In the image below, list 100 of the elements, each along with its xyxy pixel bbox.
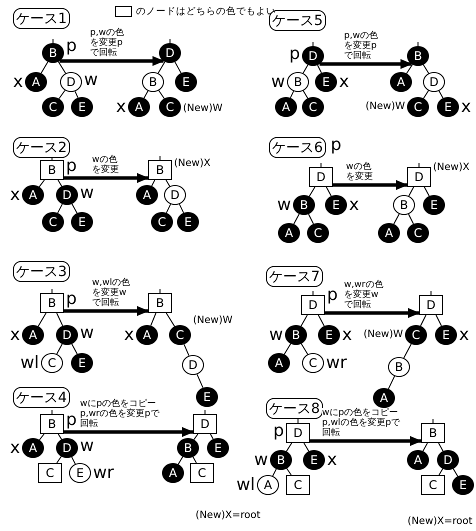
filled-tree-node: C bbox=[42, 97, 64, 117]
hollow-tree-node: B bbox=[287, 72, 309, 92]
tree-branch-line bbox=[158, 90, 165, 99]
filled-tree-node: E bbox=[71, 212, 93, 232]
tree-branch-line bbox=[71, 344, 78, 354]
tree-branch-line bbox=[38, 434, 45, 440]
tree-branch-line bbox=[422, 64, 430, 74]
tree-branch-line bbox=[192, 456, 197, 464]
filled-tree-node: E bbox=[207, 438, 229, 458]
node-label: x bbox=[10, 326, 20, 344]
tree-branch-line bbox=[158, 61, 166, 74]
tree-branch-line bbox=[423, 90, 429, 99]
filled-tree-node: E bbox=[437, 97, 459, 117]
node-label: (New)W bbox=[193, 316, 233, 326]
case-title: ケース1 bbox=[13, 8, 70, 29]
node-label: p bbox=[66, 38, 77, 54]
node-label: x bbox=[339, 74, 350, 90]
filled-tree-node: C bbox=[42, 212, 64, 232]
hollow-tree-node: D bbox=[423, 72, 445, 92]
tree-branch-line bbox=[56, 344, 63, 354]
case-title: ケース2 bbox=[13, 137, 70, 158]
tree-branch-line bbox=[166, 204, 172, 214]
node-label: x bbox=[342, 326, 352, 344]
filled-tree-node: A bbox=[275, 97, 297, 117]
edge-label: p,wの色を変更pで回転 bbox=[344, 31, 381, 61]
tree-branch-line bbox=[300, 314, 308, 327]
either-color-node: C bbox=[190, 463, 214, 483]
filled-tree-node: C bbox=[407, 97, 429, 117]
tree-branch-line bbox=[56, 312, 64, 326]
case-title: ケース7 bbox=[266, 266, 323, 287]
either-color-node: B bbox=[148, 293, 172, 313]
node-label: x bbox=[124, 326, 134, 344]
filled-tree-node: D bbox=[159, 43, 181, 63]
tree-branch-line bbox=[57, 204, 63, 214]
filled-tree-node: A bbox=[136, 325, 158, 345]
node-label: (New)W bbox=[365, 102, 405, 112]
filled-tree-node: B bbox=[407, 46, 429, 66]
tree-branch-line bbox=[436, 314, 442, 326]
either-color-node: B bbox=[40, 160, 64, 180]
filled-tree-node: E bbox=[71, 97, 93, 117]
filled-tree-node: E bbox=[325, 195, 347, 215]
node-label: p bbox=[273, 422, 284, 440]
filled-tree-node: C bbox=[307, 223, 329, 243]
tree-branch-line bbox=[403, 344, 412, 358]
node-label: (New)W bbox=[363, 330, 403, 340]
either-color-node: B bbox=[148, 160, 172, 180]
transform-arrow bbox=[333, 180, 408, 190]
tree-branch-line bbox=[40, 61, 48, 74]
node-label: w bbox=[84, 72, 98, 88]
transform-arrow bbox=[60, 56, 164, 66]
filled-tree-node: A bbox=[162, 463, 184, 483]
filled-tree-node: B bbox=[285, 325, 307, 345]
tree-branch-line bbox=[420, 314, 426, 326]
either-color-node: C bbox=[421, 475, 445, 495]
filled-tree-node: E bbox=[196, 387, 218, 407]
tree-branch-line bbox=[393, 214, 400, 224]
edge-label: wにpの色をコピーp,wrの色を変更pで回転 bbox=[80, 399, 160, 429]
hollow-tree-node: B bbox=[388, 357, 410, 377]
node-label: w bbox=[80, 184, 94, 202]
tree-branch-line bbox=[293, 214, 300, 224]
filled-tree-node: A bbox=[390, 72, 412, 92]
node-label: x bbox=[327, 452, 338, 468]
tree-branch-line bbox=[74, 90, 78, 98]
hollow-tree-node: D bbox=[182, 355, 204, 375]
node-label: x bbox=[12, 74, 23, 90]
tree-branch-line bbox=[174, 61, 182, 74]
node-label: w bbox=[277, 196, 291, 214]
tree-branch-line bbox=[408, 214, 414, 224]
hollow-tree-node: D bbox=[60, 72, 82, 92]
tree-branch-line bbox=[178, 204, 184, 214]
tree-branch-line bbox=[424, 186, 430, 196]
hollow-tree-node: E bbox=[69, 463, 91, 483]
filled-tree-node: A bbox=[278, 223, 300, 243]
filled-tree-node: D bbox=[437, 450, 459, 470]
edge-label: wの色を変更 bbox=[346, 162, 374, 182]
node-label: wr bbox=[326, 354, 347, 372]
tree-branch-line bbox=[300, 343, 308, 355]
node-label: w bbox=[254, 452, 268, 468]
filled-tree-node: A bbox=[373, 388, 395, 408]
tree-branch-line bbox=[326, 186, 332, 196]
hollow-tree-node: C bbox=[302, 353, 324, 373]
filled-tree-node: E bbox=[303, 450, 325, 470]
hollow-tree-node: A bbox=[257, 475, 279, 495]
tree-branch-line bbox=[406, 64, 413, 74]
tree-branch-line bbox=[286, 442, 292, 452]
either-color-node: D bbox=[301, 295, 325, 315]
filled-tree-node: D bbox=[302, 46, 324, 66]
node-label: w bbox=[269, 326, 283, 344]
filled-tree-node: C bbox=[302, 97, 324, 117]
tree-branch-line bbox=[286, 468, 292, 476]
node-label: p bbox=[66, 412, 77, 428]
case-title: ケース3 bbox=[13, 261, 70, 282]
filled-tree-node: B bbox=[270, 450, 292, 470]
hollow-tree-node: D bbox=[164, 185, 186, 205]
tree-branch-line bbox=[303, 442, 310, 452]
tree-branch-line bbox=[193, 434, 198, 440]
filled-tree-node: A bbox=[136, 185, 158, 205]
tree-branch-line bbox=[302, 64, 308, 74]
node-label: x bbox=[10, 440, 20, 456]
tree-branch-line bbox=[184, 344, 190, 356]
